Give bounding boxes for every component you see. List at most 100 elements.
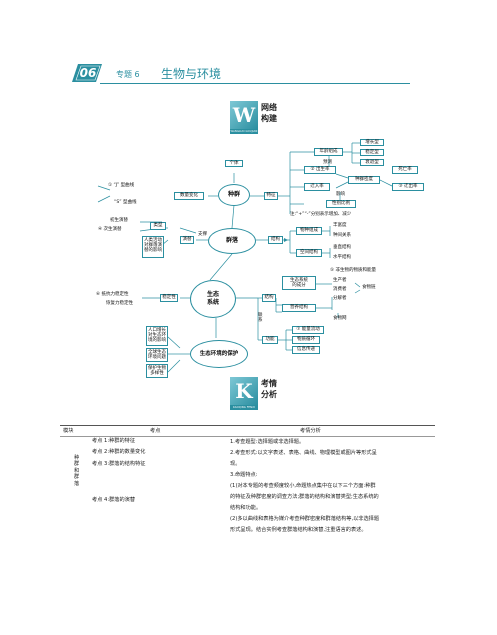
types-node: 类型	[150, 222, 166, 230]
spatial-structure-node: 空间结构	[296, 249, 322, 257]
col-header-module: 模块	[63, 428, 74, 434]
analysis-line-6: 的特征及种群密度的调查方法;群落的结构和演替类型;生态系统的	[230, 494, 379, 500]
ecosystem-line1: 生态	[206, 291, 219, 298]
pop-density-node: 种群密度	[348, 176, 380, 184]
global-issue-line2: 环境问题	[148, 355, 166, 360]
ecosystem-line2: 系统	[206, 299, 219, 306]
analysis-line-8: (2)多以曲线和表格为媒介考查种群密度和群落结构等,以非选择题	[230, 516, 380, 522]
stable-type-node: 稳定型	[360, 149, 384, 156]
influence-label: 影响	[336, 192, 345, 197]
birth-rate-node: ② 出生率	[304, 166, 336, 174]
global-issue-node: 全球生态 环境问题	[146, 348, 168, 362]
richness-label: 丰富度	[333, 223, 347, 228]
point-1: 考点 1:种群的特征	[92, 438, 136, 444]
analysis-title-line1: 考情	[261, 379, 277, 388]
module-name: 种群和群落	[74, 455, 80, 487]
horizontal-label: 水平结构	[333, 255, 351, 260]
pop-growth-line2: 对生态环	[148, 333, 166, 338]
analysis-badge: K	[230, 377, 258, 405]
components-line1: 生态系统	[290, 278, 308, 283]
analysis-line-7: 结构和功能。	[230, 505, 262, 511]
analysis-line-5: (1)对本专题的考查频度较小,命题热点集中在以下三个方面:种群	[230, 483, 376, 489]
food-chain-label: 食物链	[362, 285, 376, 290]
predict-label: 预测	[323, 160, 332, 165]
chapter-badge-shape	[72, 64, 102, 82]
analysis-badge-sub: KAOQING FENXI	[230, 405, 258, 410]
sex-ratio-node: 性别比例	[326, 200, 356, 208]
pop-growth-line3: 境的影响	[148, 338, 166, 343]
table-header-rule	[60, 436, 435, 437]
biodiversity-node: 保护生物 多样性	[146, 364, 168, 378]
emigration-node: ③ 迁出率	[392, 183, 424, 191]
support-label: 支撑	[198, 232, 207, 237]
abiotic-label: ⑤ 非生物的物质和能量	[330, 268, 376, 273]
j-curve-label: ① “J” 型曲线	[108, 183, 135, 188]
feature-node: 特征	[264, 192, 278, 200]
protection-node: 生态环境的保护	[190, 340, 248, 368]
network-badge-letter: W	[232, 103, 256, 127]
topic-label: 专题 6	[116, 70, 140, 79]
analysis-title-line2: 分析	[261, 390, 277, 399]
point-4: 考点 4:群落的演替	[92, 497, 136, 503]
point-3: 考点 3:群落的结构特征	[92, 461, 146, 467]
age-structure-node: 年龄组成	[314, 148, 343, 156]
col-header-point: 考点	[150, 428, 161, 434]
network-badge: W	[230, 101, 258, 129]
decline-type-node: 衰退型	[360, 159, 384, 166]
s-curve-label: “S” 型曲线	[114, 200, 137, 205]
species-composition-node: 物种组成	[296, 227, 322, 235]
network-title-line1: 网络	[261, 103, 277, 112]
producer-label: 生产者	[333, 278, 347, 283]
succession-node: 演替	[180, 236, 194, 244]
individual-node: 个体	[225, 160, 243, 167]
pop-growth-node: 人口增长 对生态环 境的影响	[146, 326, 168, 346]
matter-cycle-node: 物质循环	[292, 336, 320, 344]
community-node: 群落	[208, 228, 256, 254]
network-badge-sub: WANGLUO GOUJIAN	[230, 129, 258, 134]
network-title-line2: 构建	[261, 114, 277, 123]
vertical-label: 垂直结构	[333, 245, 351, 250]
pop-growth-line1: 人口增长	[148, 328, 166, 333]
analysis-line-1: 1.考查题型:选择题或非选择题。	[230, 439, 305, 445]
connection-label: 联系	[258, 313, 263, 323]
human-activity-line1: 人类活动	[144, 238, 162, 243]
chapter-badge: 06	[72, 62, 102, 84]
consumer-label: 消费者	[333, 287, 347, 292]
header-underline	[100, 83, 410, 84]
col-header-analysis: 考情分析	[300, 428, 321, 434]
growth-type-node: 增长型	[360, 139, 384, 146]
nutrition-structure-node: 营养结构	[282, 304, 316, 312]
components-line2: 的成分	[292, 283, 306, 288]
quantity-change-node: 数量变化	[174, 192, 204, 200]
point-2: 考点 2:种群的数量变化	[92, 449, 146, 455]
components-node: 生态系统 的成分	[282, 276, 316, 290]
page-title: 生物与环境	[161, 67, 222, 81]
human-activity-line2: 对群落演	[144, 243, 162, 248]
legend-note: 注:“+”“-”分别表示增加、减少	[290, 212, 352, 217]
analysis-line-2: 2.考查形式:以文字表述、表格、曲线、物理模型或图片等形式呈	[230, 450, 377, 456]
death-rate-node: 死亡率	[392, 166, 418, 174]
decomposer-label: 分解者	[333, 296, 347, 301]
food-web-label: 食物网	[333, 316, 347, 321]
function-node: 功能	[262, 336, 278, 344]
global-issue-line1: 全球生态	[148, 350, 166, 355]
population-node: 种群	[218, 184, 250, 206]
recovery-stability-label: 恢复力稳定性	[106, 301, 133, 306]
resistance-stability-label: ⑥ 抵抗力稳定性	[96, 292, 129, 297]
human-activity-line3: 替的影响	[144, 248, 162, 253]
stability-node: 稳定性	[160, 294, 178, 302]
biodiversity-line2: 多样性	[150, 371, 164, 376]
ecosys-structure-node: 结构	[262, 294, 276, 302]
table-top-rule	[60, 425, 435, 426]
analysis-badge-letter: K	[235, 379, 253, 403]
analysis-line-9: 形式呈现。结合实例考查群落结构和演替,注重语言的表述。	[230, 527, 367, 533]
interspecies-label: 种间关系	[333, 233, 351, 238]
info-transfer-node: 信息传递	[292, 346, 320, 354]
ecosystem-node: 生态 系统	[190, 280, 236, 318]
analysis-line-4: 3.命题特点:	[230, 472, 258, 478]
analysis-line-3: 现。	[230, 461, 241, 467]
chapter-number: 06	[79, 66, 97, 80]
primary-succession-label: 初生演替	[110, 218, 128, 223]
immigration-node: 迁入率	[304, 183, 330, 191]
